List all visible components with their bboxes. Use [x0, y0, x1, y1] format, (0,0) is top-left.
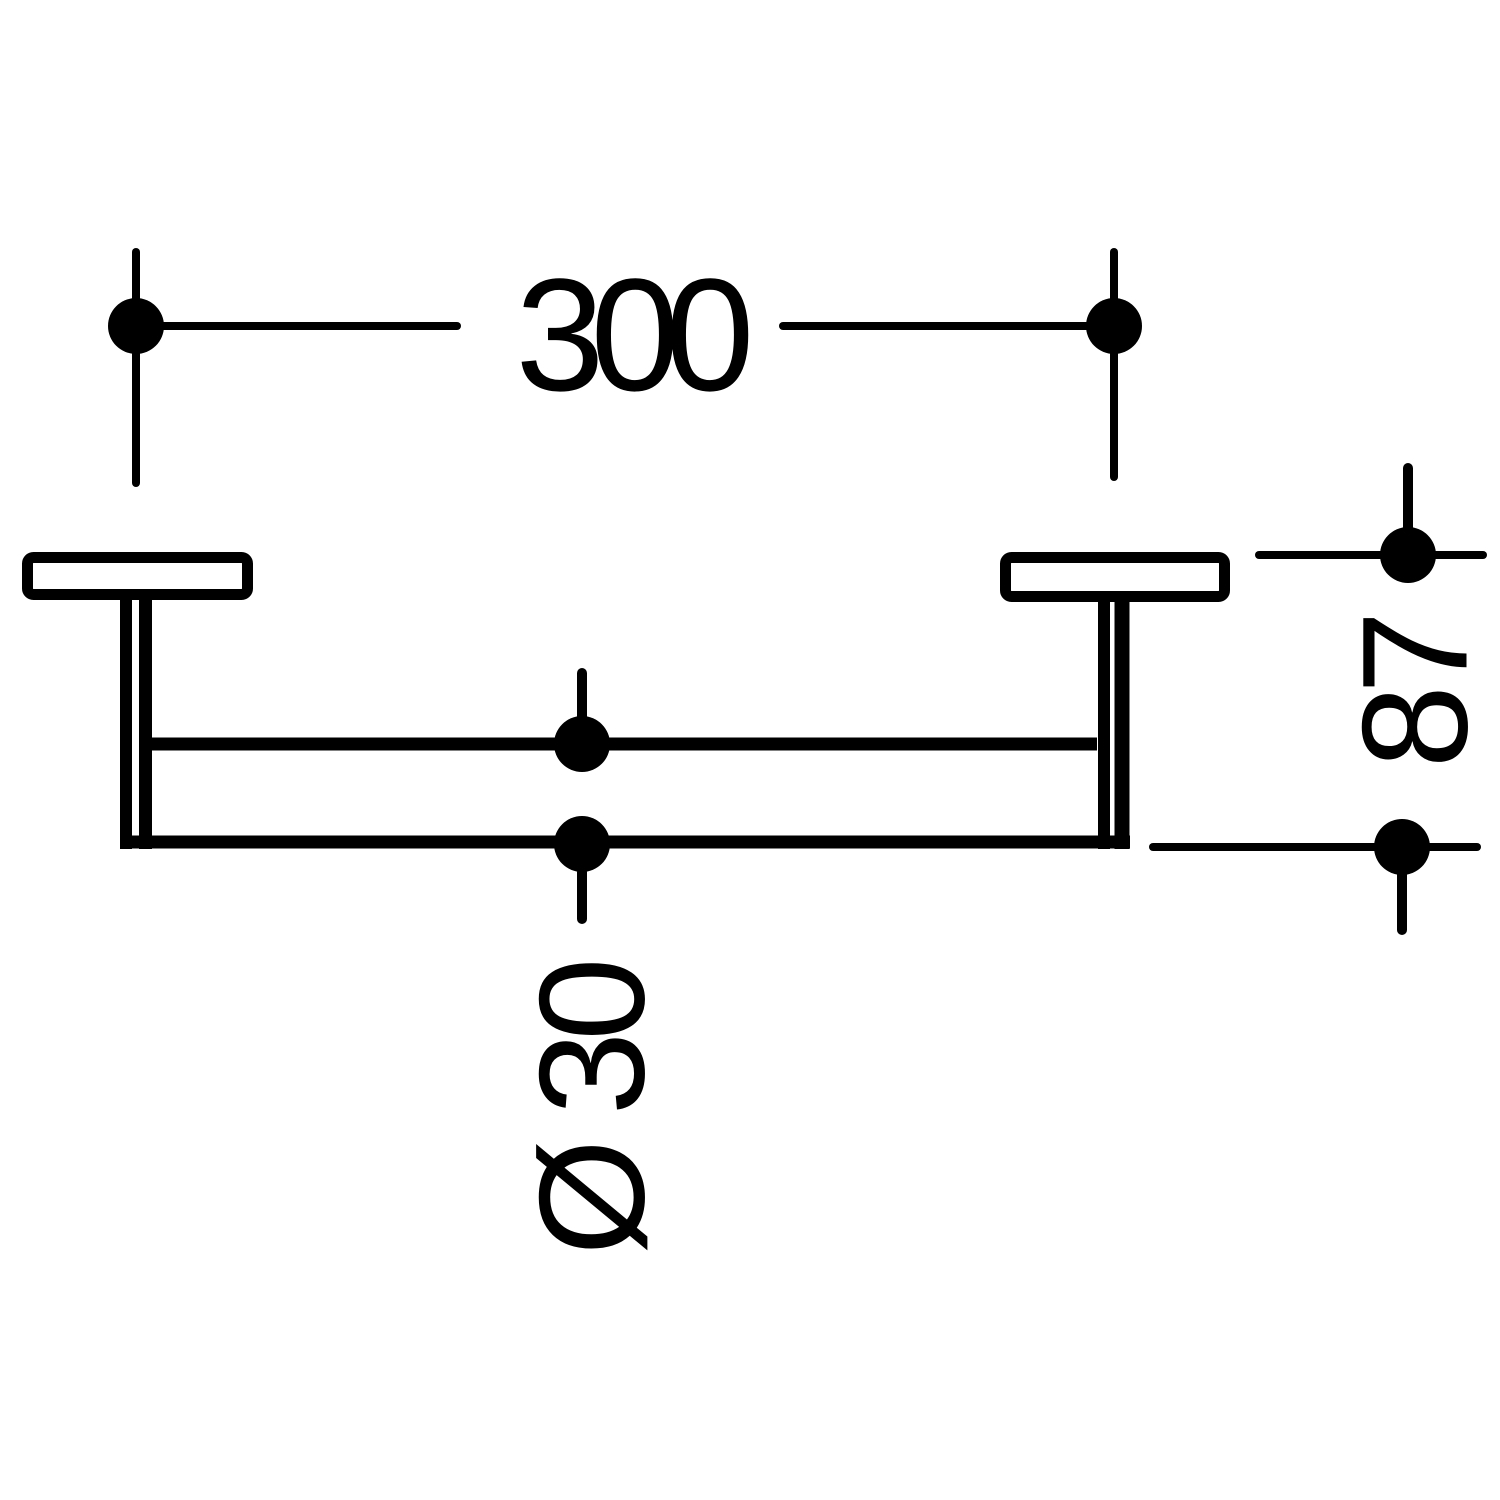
- right-flange: [1000, 552, 1230, 602]
- dimension-height: 87: [1149, 463, 1499, 935]
- dimension-width: 300: [108, 245, 1142, 487]
- left-flange: [22, 552, 253, 600]
- dimension-point-icon: [1380, 527, 1436, 583]
- width-dimension-label: 300: [516, 245, 749, 424]
- dimension-point-icon: [1086, 298, 1142, 354]
- diameter-dimension-label: Ø 30: [508, 963, 676, 1256]
- dimension-point-icon: [554, 716, 610, 772]
- dimension-point-icon: [1374, 819, 1430, 875]
- dimension-point-icon: [108, 298, 164, 354]
- dimension-point-icon: [554, 816, 610, 872]
- dimension-diameter: Ø 30: [508, 668, 676, 1256]
- height-dimension-label: 87: [1331, 618, 1499, 768]
- fixture-outline: [22, 552, 1230, 849]
